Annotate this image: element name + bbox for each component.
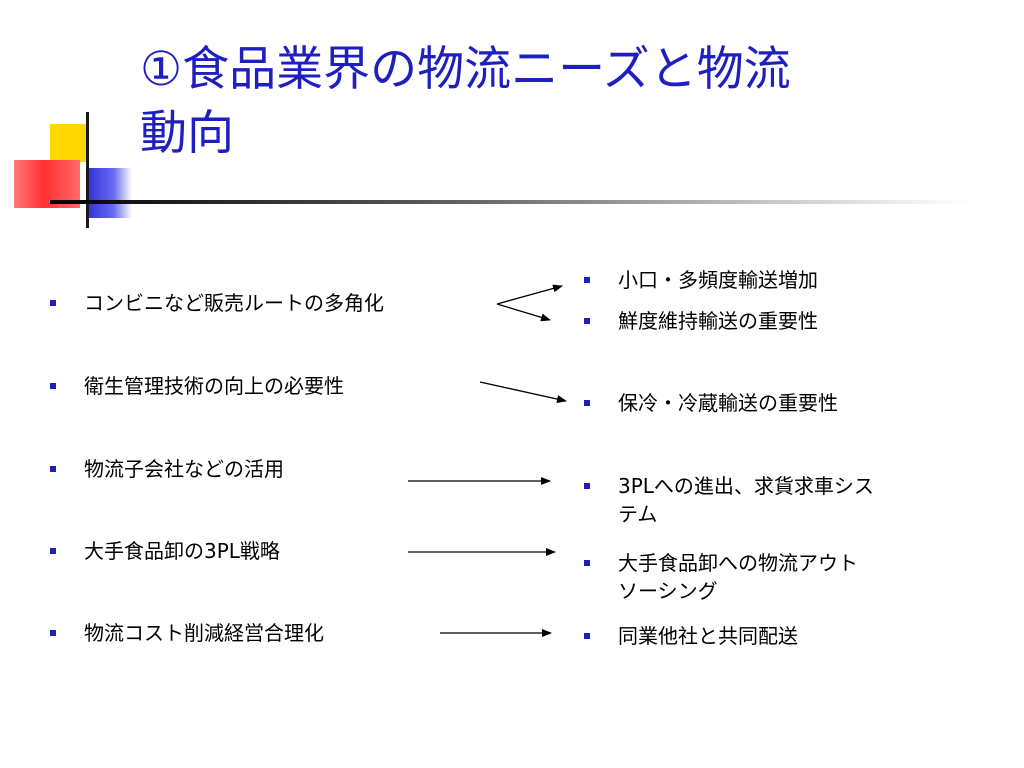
left-item-2: 衛生管理技術の向上の必要性 [84, 374, 344, 398]
right-bullet-6 [584, 633, 590, 639]
arrow-2 [479, 381, 567, 403]
right-bullet-4 [584, 483, 590, 489]
arrow-1b [496, 303, 551, 322]
left-item-5: 物流コスト削減経営合理化 [84, 621, 324, 645]
left-bullet-4 [50, 548, 56, 554]
left-item-1: コンビニなど販売ルートの多角化 [84, 291, 384, 315]
left-item-3: 物流子会社などの活用 [84, 457, 284, 481]
right-item-2: 鮮度維持輸送の重要性 [618, 309, 818, 333]
left-bullet-3 [50, 466, 56, 472]
right-item-3: 保冷・冷蔵輸送の重要性 [618, 391, 838, 415]
right-item-6: 同業他社と共同配送 [618, 624, 798, 648]
right-bullet-3 [584, 400, 590, 406]
title-underline [50, 200, 970, 204]
left-bullet-1 [50, 300, 56, 306]
right-item-5: 大手食品卸への物流アウト ソーシング [618, 551, 858, 603]
left-item-4: 大手食品卸の3PL戦略 [84, 539, 280, 563]
right-bullet-1 [584, 277, 590, 283]
left-bullet-2 [50, 383, 56, 389]
right-item-1: 小口・多頻度輸送増加 [618, 268, 818, 292]
slide-title: ①食品業界の物流ニーズと物流 動向 [140, 42, 791, 161]
arrow-1a [496, 284, 563, 305]
decor-vertical-line [86, 112, 89, 228]
right-item-4: 3PLへの進出、求貨求車シス テム [618, 474, 874, 526]
right-bullet-2 [584, 318, 590, 324]
left-bullet-5 [50, 630, 56, 636]
decor-blue-square [86, 168, 132, 218]
right-bullet-5 [584, 560, 590, 566]
decor-yellow-square [50, 124, 88, 162]
